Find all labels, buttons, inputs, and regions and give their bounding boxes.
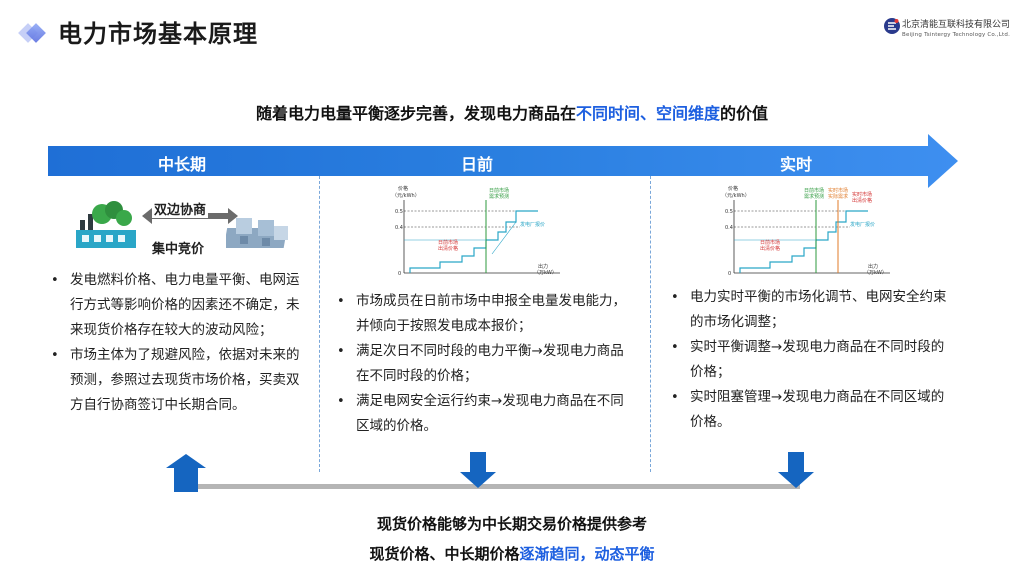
list-item: 市场成员在日前市场中申报全电量发电能力，并倾向于按照发电成本报价； [334, 289, 630, 339]
chart-tick: 0.4 [725, 225, 733, 231]
chart-xlabel: 出力 [538, 263, 548, 270]
column-divider [650, 176, 651, 472]
chart-annotation: 日前市场 [804, 187, 824, 194]
subtitle-prefix: 随着电力电量平衡逐步完善，发现电力商品在 [255, 104, 576, 123]
company-name-cn: 北京清能互联科技有限公司 [902, 20, 1011, 30]
list-item: 满足电网安全运行约束→发现电力商品在不同区域的价格。 [334, 389, 630, 439]
footer-line-2-prefix: 现货价格、中长期价格 [369, 545, 520, 563]
chart-ylabel-unit: （元/kWh） [392, 193, 420, 199]
company-name: 北京清能互联科技有限公司 Beijing Tsintergy Technolog… [902, 20, 1010, 40]
chart-xlabel: 出力 [868, 263, 878, 270]
chart-annotation: 发电厂报价 [520, 221, 545, 228]
company-name-en: Beijing Tsintergy Technology Co.,Ltd. [902, 32, 1011, 38]
chart-tick: 0.5 [725, 209, 733, 215]
company-logo-icon [884, 18, 900, 34]
chart-annotation: 日前市场 [489, 187, 509, 194]
chart-annotation: 实时市场 [852, 191, 872, 198]
chart-annotation: 出清价格 [438, 245, 458, 252]
subtitle-suffix: 的价值 [720, 104, 769, 123]
up-arrow-icon [166, 454, 206, 492]
subtitle-highlight: 不同时间、空间维度 [575, 104, 720, 123]
down-arrow-icon [778, 452, 814, 488]
real-time-chart: 价格 （元/kWh） 0.5 0.4 0 日前市场 需求预测 实时市场 实际需求… [722, 185, 890, 277]
chart-annotation: 实际需求 [828, 193, 848, 200]
chart-tick: 0.4 [395, 225, 403, 231]
bilateral-label: 双边协商 [152, 199, 209, 218]
page-title: 电力市场基本原理 [58, 20, 258, 48]
chart-xlabel-unit: （万kW） [864, 270, 887, 276]
list-item: 实时平衡调整→发现电力商品在不同时段的价格； [668, 335, 950, 385]
chart-annotation: 日前市场 [760, 239, 780, 246]
list-item: 发电燃料价格、电力电量平衡、电网运行方式等影响价格的因素还不确定，未来现货价格存… [48, 268, 310, 343]
chart-ylabel-unit: （元/kWh） [722, 193, 750, 199]
slide-subtitle: 随着电力电量平衡逐步完善，发现电力商品在不同时间、空间维度的价值 [0, 100, 1024, 124]
chart-annotation: 需求预测 [804, 193, 824, 200]
chart-ylabel: 价格 [728, 185, 738, 192]
footer-line-2-highlight: 逐渐趋同，动态平衡 [519, 545, 655, 563]
day-ahead-points: 市场成员在日前市场中申报全电量发电能力，并倾向于按照发电成本报价； 满足次日不同… [334, 289, 630, 439]
chart-annotation: 出清价格 [760, 245, 780, 252]
chart-annotation: 需求预测 [489, 193, 509, 200]
down-arrow-icon [460, 452, 496, 488]
day-ahead-chart: 价格 （元/kWh） 0.5 0.4 0 日前市场 需求预测 发电厂报价 日前市… [392, 185, 560, 277]
stage-real-time: 实时 [780, 155, 813, 174]
column-divider [319, 176, 320, 472]
stage-medium-long-term: 中长期 [158, 155, 207, 174]
chart-tick: 0.5 [395, 209, 403, 215]
chart-xlabel-unit: （万kW） [534, 270, 557, 276]
timeline-arrow [48, 134, 958, 188]
power-plant-icon [76, 201, 136, 248]
chart-annotation: 实时市场 [828, 187, 848, 194]
centralized-label: 集中竞价 [152, 242, 205, 257]
real-time-points: 电力实时平衡的市场化调节、电网安全约束的市场化调整； 实时平衡调整→发现电力商品… [668, 285, 950, 435]
medium-long-term-points: 发电燃料价格、电力电量平衡、电网运行方式等影响价格的因素还不确定，未来现货价格存… [48, 268, 310, 418]
list-item: 电力实时平衡的市场化调节、电网安全约束的市场化调整； [668, 285, 950, 335]
list-item: 市场主体为了规避风险，依据对未来的预测，参照过去现货市场价格，买卖双方自行协商签… [48, 343, 310, 418]
substation-icon [226, 218, 288, 248]
chart-annotation: 日前市场 [438, 239, 458, 246]
chart-tick: 0 [728, 271, 731, 277]
chart-tick: 0 [398, 271, 401, 277]
list-item: 实时阻塞管理→发现电力商品在不同区域的价格。 [668, 385, 950, 435]
footer-line-2: 现货价格、中长期价格逐渐趋同，动态平衡 [0, 543, 1024, 564]
footer-line-1: 现货价格能够为中长期交易价格提供参考 [376, 515, 647, 533]
feedback-arrows [166, 452, 814, 492]
chart-annotation: 出清价格 [852, 197, 872, 204]
stage-day-ahead: 日前 [461, 155, 494, 174]
slide-logo-icon [18, 23, 46, 43]
list-item: 满足次日不同时段的电力平衡→发现电力商品在不同时段的价格； [334, 339, 630, 389]
chart-annotation: 发电厂报价 [850, 221, 875, 228]
chart-ylabel: 价格 [398, 185, 408, 192]
